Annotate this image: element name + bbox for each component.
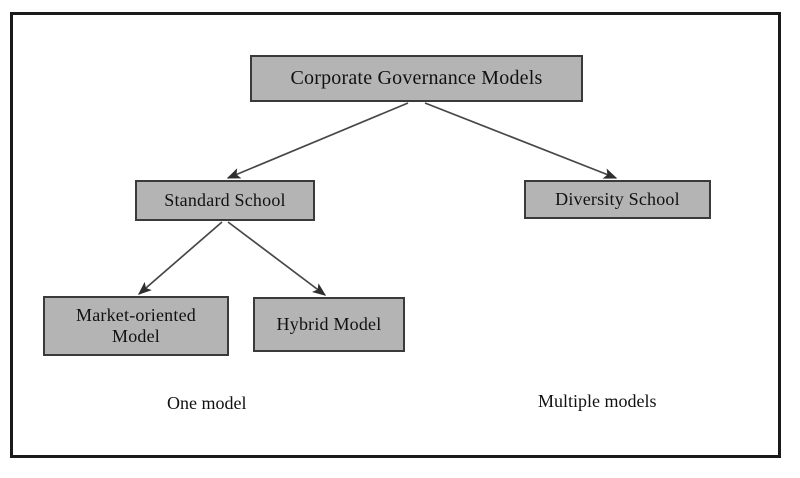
edge-standard-to-hybrid bbox=[227, 221, 327, 296]
node-diversity-school[interactable]: Diversity School bbox=[524, 180, 711, 219]
edge-standard-to-market bbox=[137, 221, 223, 295]
node-label: Market-oriented Model bbox=[76, 305, 196, 346]
node-label: Standard School bbox=[164, 190, 286, 211]
node-label-line-1: Market-oriented bbox=[76, 305, 196, 326]
edge-root-to-diversity bbox=[424, 102, 618, 179]
node-standard-school[interactable]: Standard School bbox=[135, 180, 315, 221]
caption-multiple-models: Multiple models bbox=[538, 391, 657, 411]
node-label: Corporate Governance Models bbox=[290, 67, 543, 89]
node-corporate-governance-models[interactable]: Corporate Governance Models bbox=[250, 55, 583, 102]
node-label: Hybrid Model bbox=[276, 314, 382, 335]
node-label-line-2: Model bbox=[111, 326, 160, 346]
node-hybrid-model[interactable]: Hybrid Model bbox=[253, 297, 405, 352]
node-label: Diversity School bbox=[555, 189, 680, 210]
node-market-oriented-model[interactable]: Market-oriented Model bbox=[43, 296, 229, 356]
caption-one-model: One model bbox=[167, 393, 247, 413]
edge-root-to-standard bbox=[226, 102, 409, 179]
